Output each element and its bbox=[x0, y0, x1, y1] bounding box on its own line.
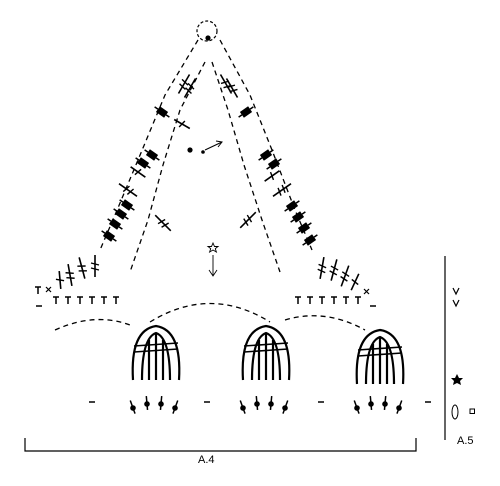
bottom-row bbox=[89, 395, 431, 416]
left-side-stitches bbox=[54, 71, 200, 291]
start-star-icon bbox=[206, 241, 220, 277]
repeat-label-a5: A.5 bbox=[454, 435, 477, 447]
standing-stitch-rows bbox=[34, 286, 362, 305]
right-side-stitches bbox=[216, 71, 364, 293]
single-crochet-marks bbox=[45, 286, 370, 295]
direction-arrow bbox=[204, 140, 223, 151]
shell-motifs bbox=[131, 324, 405, 385]
a5-column bbox=[444, 256, 475, 440]
magic-ring bbox=[196, 20, 218, 42]
shell-2 bbox=[241, 324, 291, 381]
repeat-label-a4: A.4 bbox=[195, 454, 218, 466]
shell-3 bbox=[355, 328, 405, 385]
a4-bracket bbox=[24, 438, 417, 452]
shell-1 bbox=[131, 324, 181, 381]
chain-outline bbox=[54, 39, 366, 331]
